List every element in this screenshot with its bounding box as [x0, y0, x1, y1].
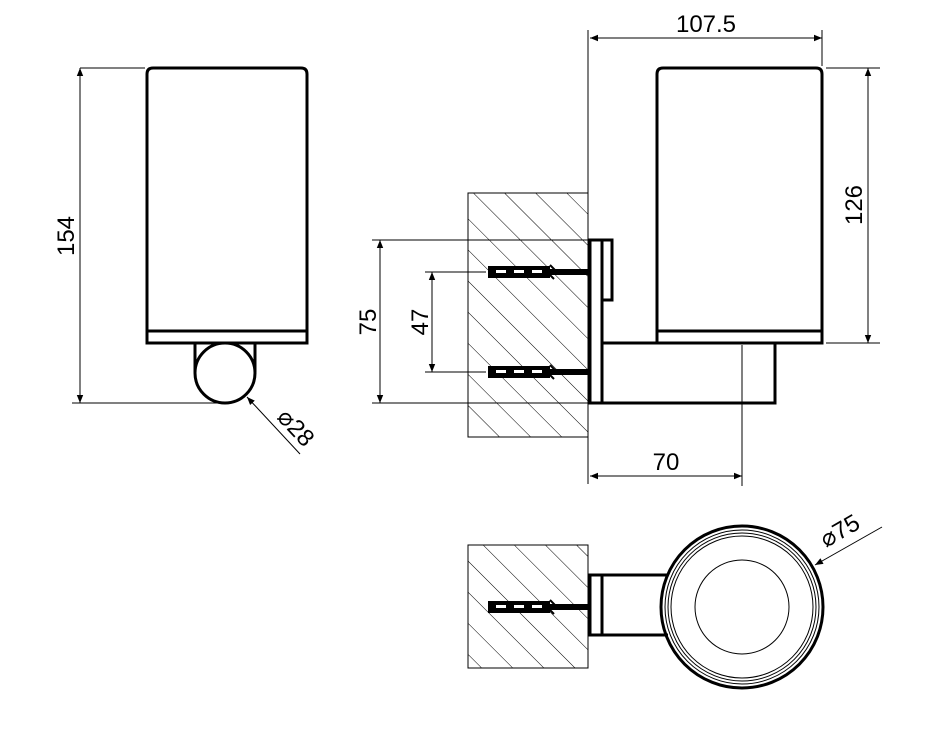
cup-side: [655, 66, 824, 345]
stem: [193, 343, 257, 372]
holder-arm: [600, 341, 777, 405]
dim-28-label: ⌀28: [272, 404, 320, 453]
cup-ring: [670, 535, 814, 679]
leader-75: [814, 526, 883, 566]
wall-plate-top: [588, 573, 604, 637]
dim-70: 70: [653, 449, 680, 476]
cup-ring: [664, 529, 820, 685]
dim-107-5: 107.5: [676, 11, 736, 38]
side-view: 107.5 126 75 47 70: [355, 11, 880, 486]
dim-75: 75: [355, 309, 382, 336]
cup-opening: [694, 559, 790, 655]
cup-rim: [659, 524, 825, 690]
cup-ring: [667, 532, 817, 682]
wall-section: [467, 192, 589, 438]
dim-126: 126: [841, 185, 868, 225]
dim-75-diameter-label: ⌀75: [816, 509, 865, 553]
plate-tab: [602, 238, 614, 302]
dim-47: 47: [407, 309, 434, 336]
cup-body: [145, 66, 309, 345]
top-view: ⌀75: [467, 509, 883, 690]
front-view: 154 ⌀28: [53, 66, 320, 455]
holder-arm-top: [602, 573, 668, 637]
leader-28: [246, 396, 301, 455]
stem-circle: [193, 341, 257, 405]
wall-plate: [588, 238, 604, 405]
dim-154: 154: [53, 216, 80, 256]
